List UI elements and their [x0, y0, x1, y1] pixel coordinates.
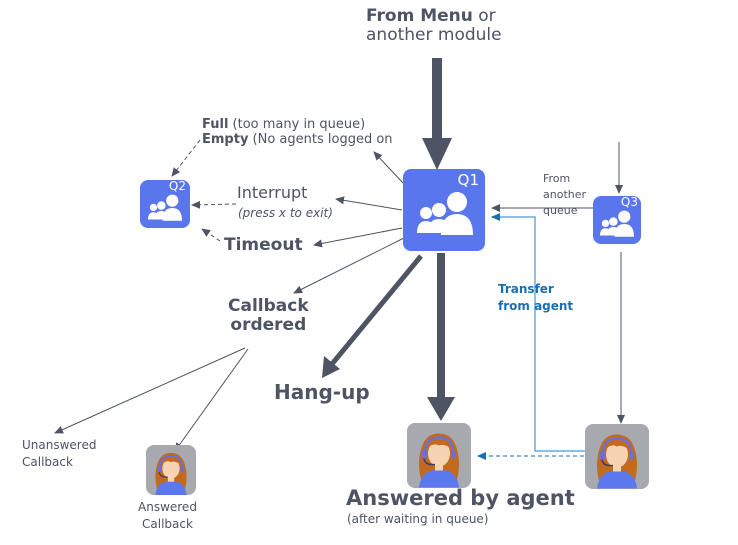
from-menu-bold: From Menu [366, 6, 473, 26]
full-empty-label: Full (too many in queue) Empty (No agent… [202, 117, 393, 147]
transfer-agent-avatar [585, 424, 649, 489]
answered-agent-avatar [407, 423, 471, 488]
group-users-icon [148, 194, 182, 221]
from-another-1: From [543, 172, 571, 185]
from-another-queue-label: From another queue [543, 171, 586, 219]
unanswered-line2: Callback [22, 454, 73, 469]
arrow-q1-to-agent [427, 253, 455, 421]
empty-bold: Empty [202, 131, 249, 147]
from-another-2: another [543, 187, 587, 201]
arrow-menu-to-q1 [422, 58, 452, 170]
queue-q2-label: Q2 [168, 179, 186, 193]
timeout-label: Timeout [224, 235, 303, 255]
agent-headset-icon [419, 433, 459, 488]
interrupt-sublabel: (press x to exit) [238, 206, 333, 220]
agent-headset-icon [155, 452, 187, 495]
arrow-callback-to-unanswered [54, 347, 246, 434]
full-bold: Full [202, 117, 229, 132]
answered-cb-line2: Callback [142, 516, 193, 531]
queue-q1[interactable]: Q1 [403, 169, 485, 251]
answered-callback-label: Answered Callback [138, 499, 197, 533]
from-another-3: queue [543, 203, 578, 217]
hangup-label: Hang-up [274, 380, 370, 404]
unanswered-line1: Unanswered [22, 438, 97, 452]
arrow-callback-to-answered [174, 348, 249, 452]
answered-by-agent-sublabel: (after waiting in queue) [347, 512, 489, 526]
callback-ordered-label: Callback ordered [228, 296, 309, 336]
queue-q1-label: Q1 [457, 171, 479, 189]
interrupt-label: Interrupt [237, 183, 308, 202]
transfer-line [496, 216, 585, 452]
queue-q3-label: Q3 [620, 195, 638, 209]
from-menu-rest: or [472, 6, 496, 26]
arrow-q1-to-timeout [313, 227, 403, 248]
transfer-from-agent-label: Transfer from agent [498, 281, 573, 315]
unanswered-callback-label: Unanswered Callback [22, 437, 96, 471]
arrow-interrupt-to-q2 [191, 200, 237, 209]
transfer-line2: from agent [498, 298, 574, 313]
transfer-line1: Transfer [498, 282, 554, 296]
callback-line2: ordered [230, 315, 307, 336]
arrow-timeout-to-q2 [201, 228, 221, 242]
full-rest: (too many in queue) [228, 117, 366, 132]
arrow-q1-to-callback [293, 237, 405, 294]
group-users-icon [600, 210, 634, 237]
answered-cb-line1: Answered [138, 500, 197, 514]
from-menu-label: From Menu or another module [366, 6, 502, 46]
queue-q3[interactable]: Q3 [593, 195, 641, 244]
another-module-text: another module [366, 25, 502, 46]
group-users-icon [417, 192, 473, 235]
arrow-q1-to-hangup [322, 254, 423, 378]
answered-callback-agent-avatar [146, 445, 196, 495]
arrow-q1-to-full-empty [373, 151, 404, 184]
answered-by-agent-label: Answered by agent [346, 486, 575, 510]
agent-headset-icon [597, 434, 637, 489]
arrow-full-empty-to-q2 [171, 139, 201, 177]
arrow-q1-to-interrupt [335, 196, 403, 211]
empty-rest: (No agents logged on [248, 131, 393, 147]
callback-line1: Callback [228, 296, 309, 316]
queue-q2[interactable]: Q2 [140, 179, 190, 228]
